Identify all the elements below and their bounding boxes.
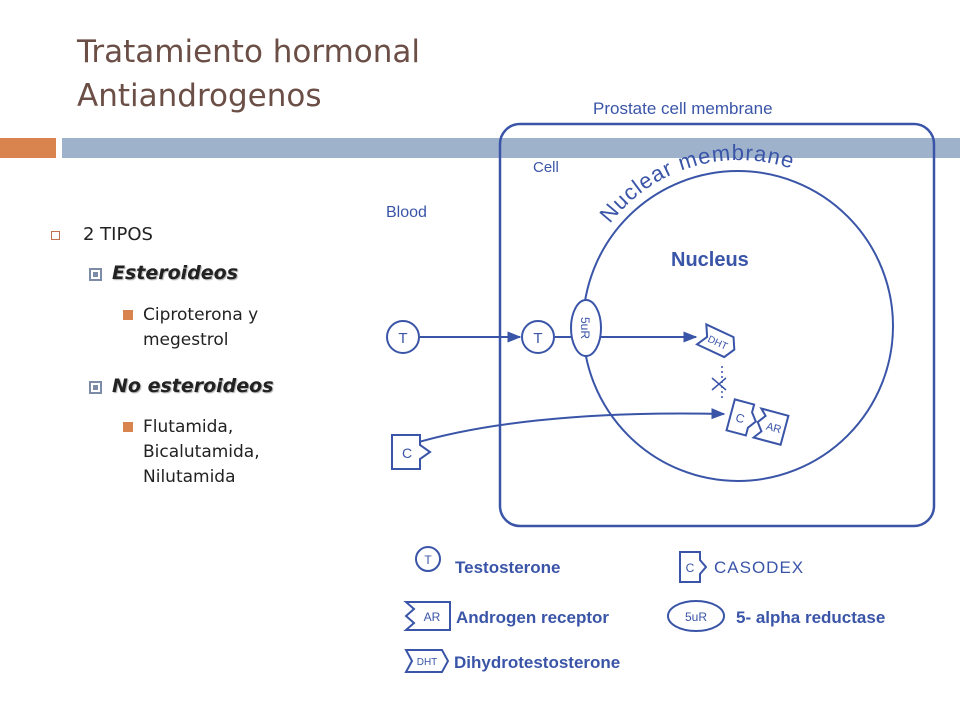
flutamida-line-2: Bicalutamida, bbox=[143, 442, 260, 462]
cell-label: Cell bbox=[533, 159, 559, 176]
bullet-no-esteroideos: No esteroideos bbox=[112, 375, 274, 397]
legend-dihydrotestosterone: Dihydrotestosterone bbox=[454, 653, 620, 672]
scissors-mark-b bbox=[711, 377, 727, 391]
receptor-ar-text: AR bbox=[765, 421, 783, 437]
nucleus-label: Nucleus bbox=[671, 249, 749, 271]
legend-dht-text: DHT bbox=[417, 657, 438, 668]
bound-casodex-symbol bbox=[725, 398, 758, 437]
title-line-1: Tratamiento hormonal bbox=[77, 34, 421, 70]
blood-label: Blood bbox=[386, 204, 427, 221]
legend-ar-text: AR bbox=[424, 610, 441, 624]
legend-dht-icon bbox=[404, 649, 450, 673]
enzyme-5ar-symbol bbox=[570, 299, 602, 357]
bullet-esteroideos: Esteroideos bbox=[112, 262, 239, 284]
blood-casodex-symbol: C bbox=[391, 434, 432, 470]
bullet-list: 2 TIPOS Esteroideos Ciproterona y megest… bbox=[0, 0, 370, 720]
ciproterona-line-1: Ciproterona y bbox=[143, 305, 259, 325]
bullet-flutamida: Flutamida, Bicalutamida, Nilutamida bbox=[143, 415, 318, 490]
diagram-svg: Prostate cell membrane Cell Blood Nuclea… bbox=[386, 99, 936, 673]
bullet-ciproterona: Ciproterona y megestrol bbox=[143, 303, 318, 353]
legend-androgen-receptor: Androgen receptor bbox=[456, 608, 609, 627]
nuclear-membrane-label-path: Nuclear membrane bbox=[595, 140, 797, 227]
title-line-2: Antiandrogenos bbox=[77, 78, 322, 114]
androgen-receptor-symbol bbox=[751, 406, 790, 446]
dht-symbol: DHT bbox=[695, 322, 736, 359]
cell-testosterone-symbol bbox=[521, 320, 555, 354]
bound-c-ar-complex: C AR bbox=[725, 398, 790, 446]
enzyme-5ar-text: 5uR bbox=[578, 317, 592, 339]
legend: T Testosterone C CASODEX AR Androgen rec… bbox=[403, 546, 885, 673]
legend-t-icon bbox=[415, 546, 441, 572]
bound-c-text: C bbox=[734, 410, 746, 426]
flutamida-line-1: Flutamida, bbox=[143, 417, 234, 437]
bullet-marker-l2-esteroideos bbox=[89, 268, 102, 281]
nuclear-membrane-label: Nuclear membrane bbox=[595, 140, 798, 227]
membrane-label: Prostate cell membrane bbox=[593, 99, 773, 118]
ciproterona-line-2: megestrol bbox=[143, 330, 229, 350]
bullet-marker-l3-ciproterona bbox=[123, 310, 133, 320]
bullet-tipos: 2 TIPOS bbox=[83, 224, 153, 245]
bullet-marker-l2-no-esteroideos bbox=[89, 381, 102, 394]
legend-alpha-reductase: 5- alpha reductase bbox=[736, 608, 885, 627]
arrow-casodex-to-receptor bbox=[411, 408, 726, 445]
prostate-cell-diagram: Prostate cell membrane Cell Blood Nuclea… bbox=[378, 90, 960, 690]
legend-casodex-icon bbox=[679, 551, 708, 583]
bullet-marker-l1 bbox=[51, 231, 60, 240]
accent-bar-blue bbox=[62, 138, 960, 158]
legend-5ar-text: 5uR bbox=[685, 610, 707, 624]
blood-t-text: T bbox=[398, 330, 407, 347]
legend-5ar-icon bbox=[667, 600, 725, 632]
legend-ar-icon bbox=[403, 601, 451, 631]
bullet-marker-l3-flutamida bbox=[123, 422, 133, 432]
legend-casodex: CASODEX bbox=[714, 558, 804, 577]
legend-c-text: C bbox=[686, 561, 695, 575]
blood-c-text: C bbox=[402, 445, 412, 461]
nuclear-membrane bbox=[582, 170, 894, 482]
legend-t-text: T bbox=[424, 553, 432, 567]
cell-membrane bbox=[498, 122, 936, 528]
blood-testosterone-symbol bbox=[386, 320, 420, 354]
accent-bar-orange bbox=[0, 138, 56, 158]
cell-t-text: T bbox=[533, 330, 542, 347]
flutamida-line-3: Nilutamida bbox=[143, 467, 236, 487]
legend-testosterone: Testosterone bbox=[455, 558, 561, 577]
